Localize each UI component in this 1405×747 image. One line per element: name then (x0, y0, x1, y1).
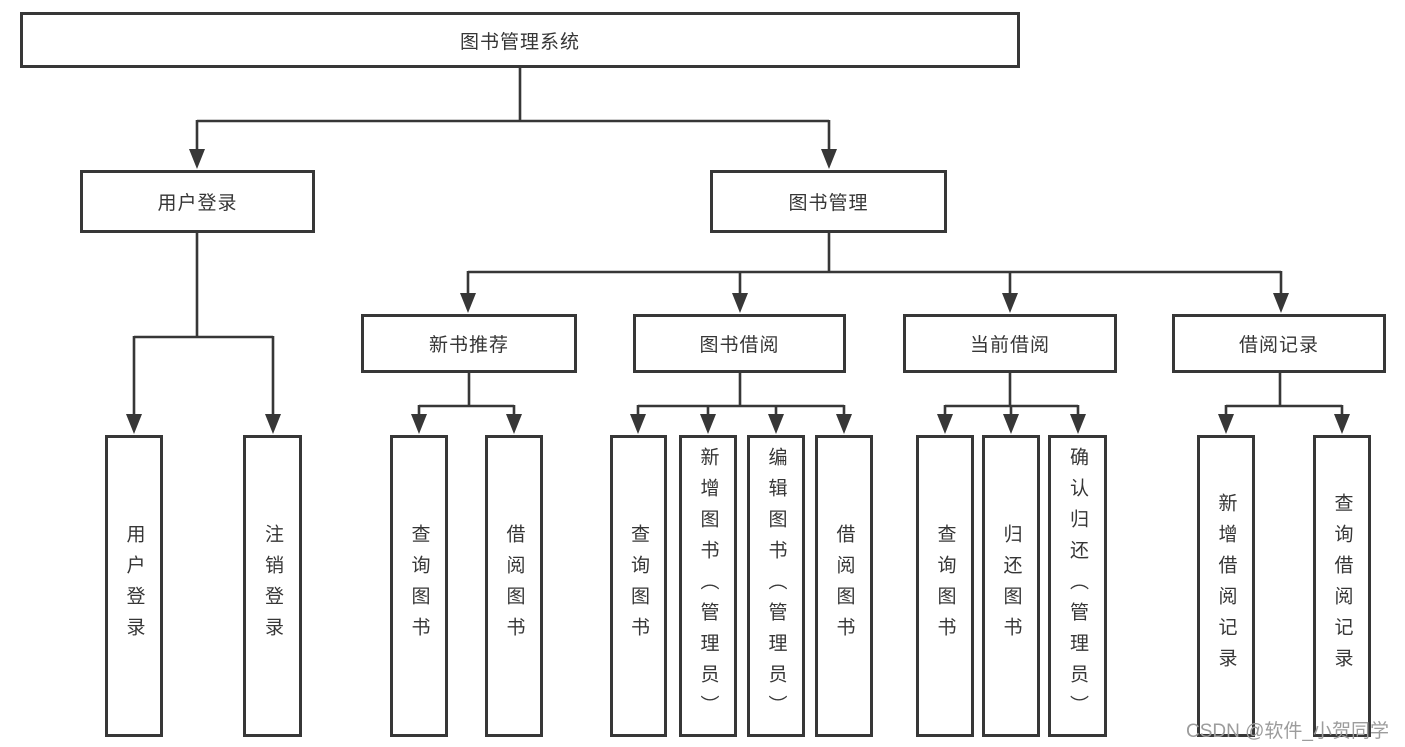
arrow-down-icon (1334, 414, 1350, 434)
leaf-add-book-admin: 新增图书（管理员） (679, 435, 737, 737)
node-root-label: 图书管理系统 (459, 31, 580, 53)
arrow-down-icon (937, 414, 953, 434)
arrow-down-icon (700, 414, 716, 434)
leaf-query-borrow-record: 查询借阅记录 (1313, 435, 1371, 737)
leaf-query-books-borrow: 查询图书 (610, 435, 667, 737)
arrow-down-icon (1218, 414, 1234, 434)
node-book-borrow-label: 图书借阅 (699, 335, 780, 356)
leaf-borrow-books-recommend: 借阅图书 (485, 435, 543, 737)
leaf-label: 借阅图书 (503, 524, 525, 648)
leaf-label: 注销登录 (262, 524, 283, 648)
arrow-down-icon (1070, 414, 1086, 434)
leaf-query-books-current: 查询图书 (916, 435, 974, 737)
arrow-down-icon (189, 149, 205, 169)
arrow-down-icon (1003, 414, 1019, 434)
node-root: 图书管理系统 (20, 12, 1020, 68)
leaf-label: 查询借阅记录 (1331, 493, 1353, 679)
leaf-label: 归还图书 (1000, 524, 1022, 648)
connector-new-book-recommend-to-leaves (417, 373, 516, 417)
arrow-down-icon (411, 414, 427, 434)
arrow-down-icon (821, 149, 837, 169)
leaf-label: 编辑图书（管理员） (765, 446, 787, 726)
leaf-logout: 注销登录 (243, 435, 302, 737)
arrowheads (126, 149, 1350, 434)
arrow-down-icon (732, 293, 748, 313)
leaf-user-login: 用户登录 (105, 435, 163, 737)
leaf-confirm-return-admin: 确认归还（管理员） (1048, 435, 1107, 737)
leaf-return-book: 归还图书 (982, 435, 1040, 737)
leaf-edit-book-admin: 编辑图书（管理员） (747, 435, 805, 737)
leaf-add-borrow-record: 新增借阅记录 (1197, 435, 1255, 737)
leaf-label: 借阅图书 (833, 524, 855, 648)
node-current-borrow: 当前借阅 (903, 314, 1117, 373)
leaf-label: 查询图书 (628, 524, 649, 648)
node-user-login-label: 用户登录 (157, 193, 238, 214)
connector-root-to-level2 (195, 68, 831, 152)
leaf-label: 新增图书（管理员） (697, 446, 719, 726)
leaf-borrow-books-2: 借阅图书 (815, 435, 873, 737)
watermark: CSDN @软件_小贺同学 (1186, 721, 1389, 742)
node-book-management-label: 图书管理 (788, 193, 869, 214)
node-book-management: 图书管理 (710, 170, 947, 233)
connector-book-borrow-to-leaves (636, 373, 846, 417)
connector-book-management-to-level3 (466, 233, 1283, 296)
node-user-login: 用户登录 (80, 170, 315, 233)
leaf-query-books-recommend: 查询图书 (390, 435, 448, 737)
arrow-down-icon (460, 293, 476, 313)
leaf-label: 查询图书 (934, 524, 956, 648)
connector-borrow-records-to-leaves (1224, 373, 1344, 417)
arrow-down-icon (768, 414, 784, 434)
arrow-down-icon (265, 414, 281, 434)
leaf-label: 新增借阅记录 (1215, 493, 1237, 679)
arrow-down-icon (506, 414, 522, 434)
node-borrow-records: 借阅记录 (1172, 314, 1386, 373)
node-current-borrow-label: 当前借阅 (969, 335, 1050, 356)
arrow-down-icon (1002, 293, 1018, 313)
connector-current-borrow-to-leaves (943, 373, 1080, 417)
arrow-down-icon (836, 414, 852, 434)
node-new-book-recommend: 新书推荐 (361, 314, 577, 373)
node-borrow-records-label: 借阅记录 (1238, 335, 1319, 356)
leaf-label: 确认归还（管理员） (1067, 446, 1088, 726)
arrow-down-icon (630, 414, 646, 434)
node-book-borrow: 图书借阅 (633, 314, 846, 373)
leaf-label: 查询图书 (408, 524, 430, 648)
leaf-label: 用户登录 (123, 524, 145, 648)
node-new-book-recommend-label: 新书推荐 (428, 335, 509, 356)
connector-user-login-to-leaves (132, 233, 275, 417)
arrow-down-icon (1273, 293, 1289, 313)
arrow-down-icon (126, 414, 142, 434)
